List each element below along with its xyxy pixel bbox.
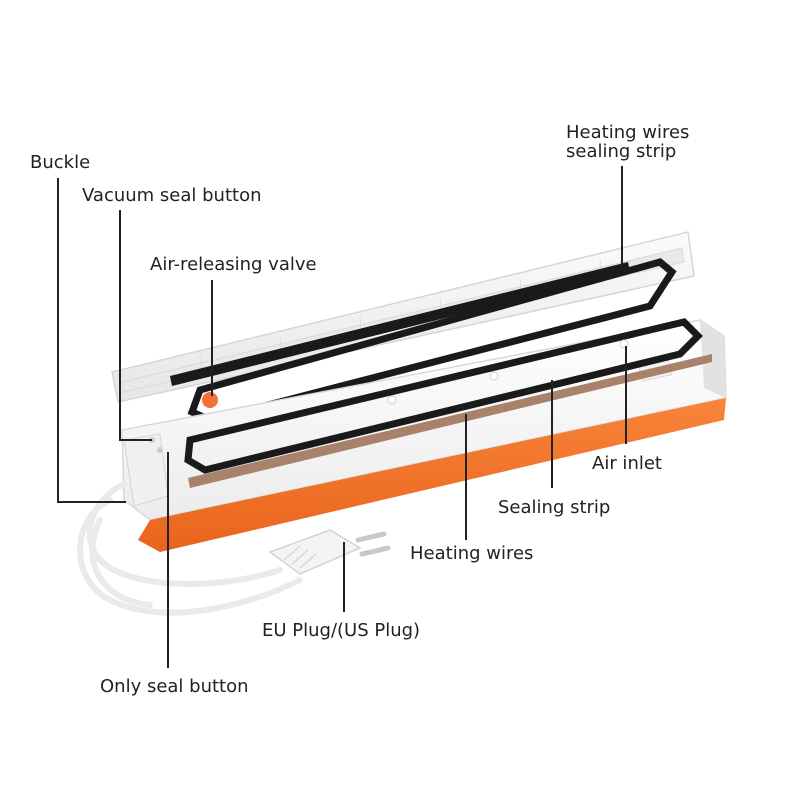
air-inlet-dot — [387, 395, 397, 405]
label-vacuum-seal-button: Vacuum seal button — [82, 185, 262, 206]
label-sealing-strip: Sealing strip — [498, 497, 611, 518]
label-heating-wires-sealing-strip-line1: Heating wires — [566, 122, 690, 143]
label-heating-wires-sealing-strip-line2: sealing strip — [566, 141, 677, 162]
label-air-releasing-valve: Air-releasing valve — [150, 254, 317, 275]
upper-gasket — [187, 258, 677, 424]
lid-sealing-strip — [170, 262, 630, 386]
air-inlet-dot — [489, 371, 499, 381]
label-air-inlet: Air inlet — [592, 453, 662, 474]
power-cord — [77, 481, 303, 616]
label-eu-plug: EU Plug/(US Plug) — [262, 620, 421, 641]
plug — [268, 529, 391, 575]
label-only-seal-button: Only seal button — [100, 676, 249, 697]
label-heating-wires: Heating wires — [410, 543, 534, 564]
air-releasing-valve-dot — [202, 392, 218, 408]
leader-vacuum-seal-button — [119, 210, 152, 441]
orange-band — [138, 398, 726, 552]
leader-buckle — [57, 178, 126, 503]
label-buckle: Buckle — [30, 152, 91, 173]
lower-gasket — [184, 318, 703, 474]
base-sealing-strip — [188, 354, 712, 488]
leader-lines — [57, 166, 627, 668]
